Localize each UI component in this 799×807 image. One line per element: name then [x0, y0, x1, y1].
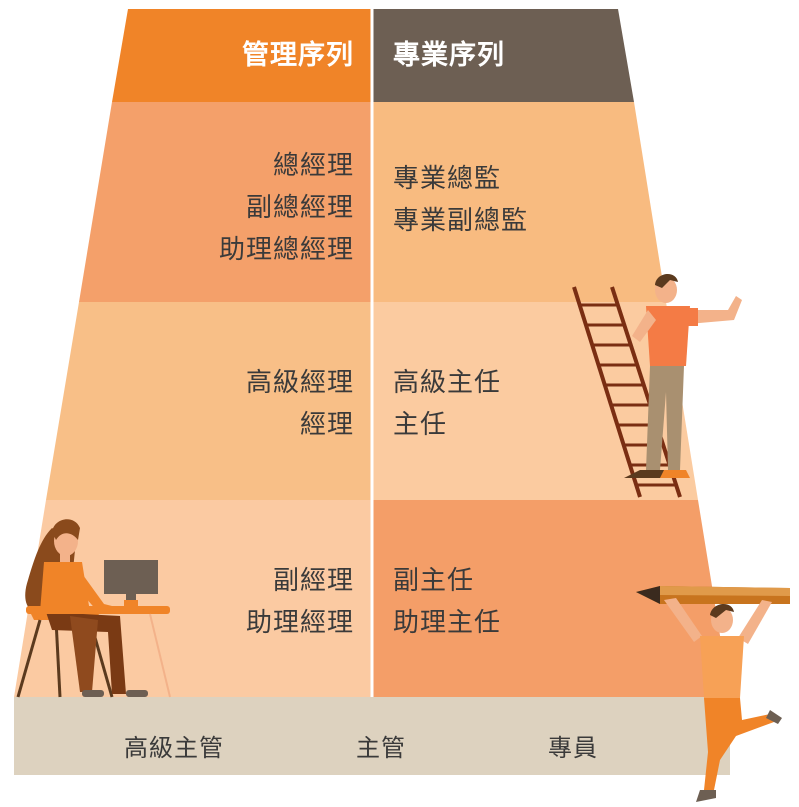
tier1-management-title: 副總經理: [245, 193, 354, 223]
tier3-management-title: 副經理: [272, 566, 354, 596]
header-professional-cell: [372, 9, 634, 102]
tier3-professional-title: 副主任: [393, 566, 475, 596]
tier3-management-cell: [14, 500, 372, 697]
tier2-management-title: 經理: [299, 410, 354, 440]
tier3-professional-labels: 副主任 助理主任: [393, 560, 501, 644]
level-label-staff: 專員: [548, 734, 598, 762]
header-professional-label: 專業序列: [393, 40, 505, 71]
woman-at-desk-icon: [16, 519, 171, 698]
level-base-band: [14, 697, 730, 775]
header-management-cell: [112, 9, 372, 102]
tier2-professional-labels: 高級主任 主任: [393, 362, 501, 446]
tier2-management-labels: 高級經理 經理: [246, 362, 354, 446]
tier1-management-title: 助理總經理: [218, 235, 354, 265]
tier1-professional-cell: [372, 102, 666, 302]
tier2-professional-title: 主任: [393, 410, 448, 440]
tier1-professional-title: 專業副總監: [393, 206, 529, 236]
level-label-executive: 主管: [356, 734, 406, 762]
level-label-senior-executive: 高級主管: [124, 734, 224, 762]
tier1-management-title: 總經理: [272, 151, 354, 181]
tier3-professional-title: 助理主任: [393, 608, 502, 638]
tier3-management-labels: 副經理 助理經理: [246, 560, 354, 644]
tier2-management-title: 高級經理: [245, 368, 354, 398]
tier2-professional-title: 高級主任: [393, 368, 502, 398]
man-on-ladder-icon: [572, 274, 742, 498]
tier3-management-title: 助理經理: [245, 608, 354, 638]
tier2-professional-cell: [372, 302, 698, 500]
tier1-management-cell: [79, 102, 372, 302]
tier2-management-cell: [46, 302, 372, 500]
header-management-label: 管理序列: [242, 40, 354, 71]
tier1-professional-labels: 專業總監 專業副總監: [393, 158, 528, 242]
tier1-professional-title: 專業總監: [393, 164, 502, 194]
man-with-pencil-icon: [636, 586, 790, 802]
tier3-professional-cell: [372, 500, 730, 697]
tier1-management-labels: 總經理 副總經理 助理總經理: [219, 145, 354, 271]
